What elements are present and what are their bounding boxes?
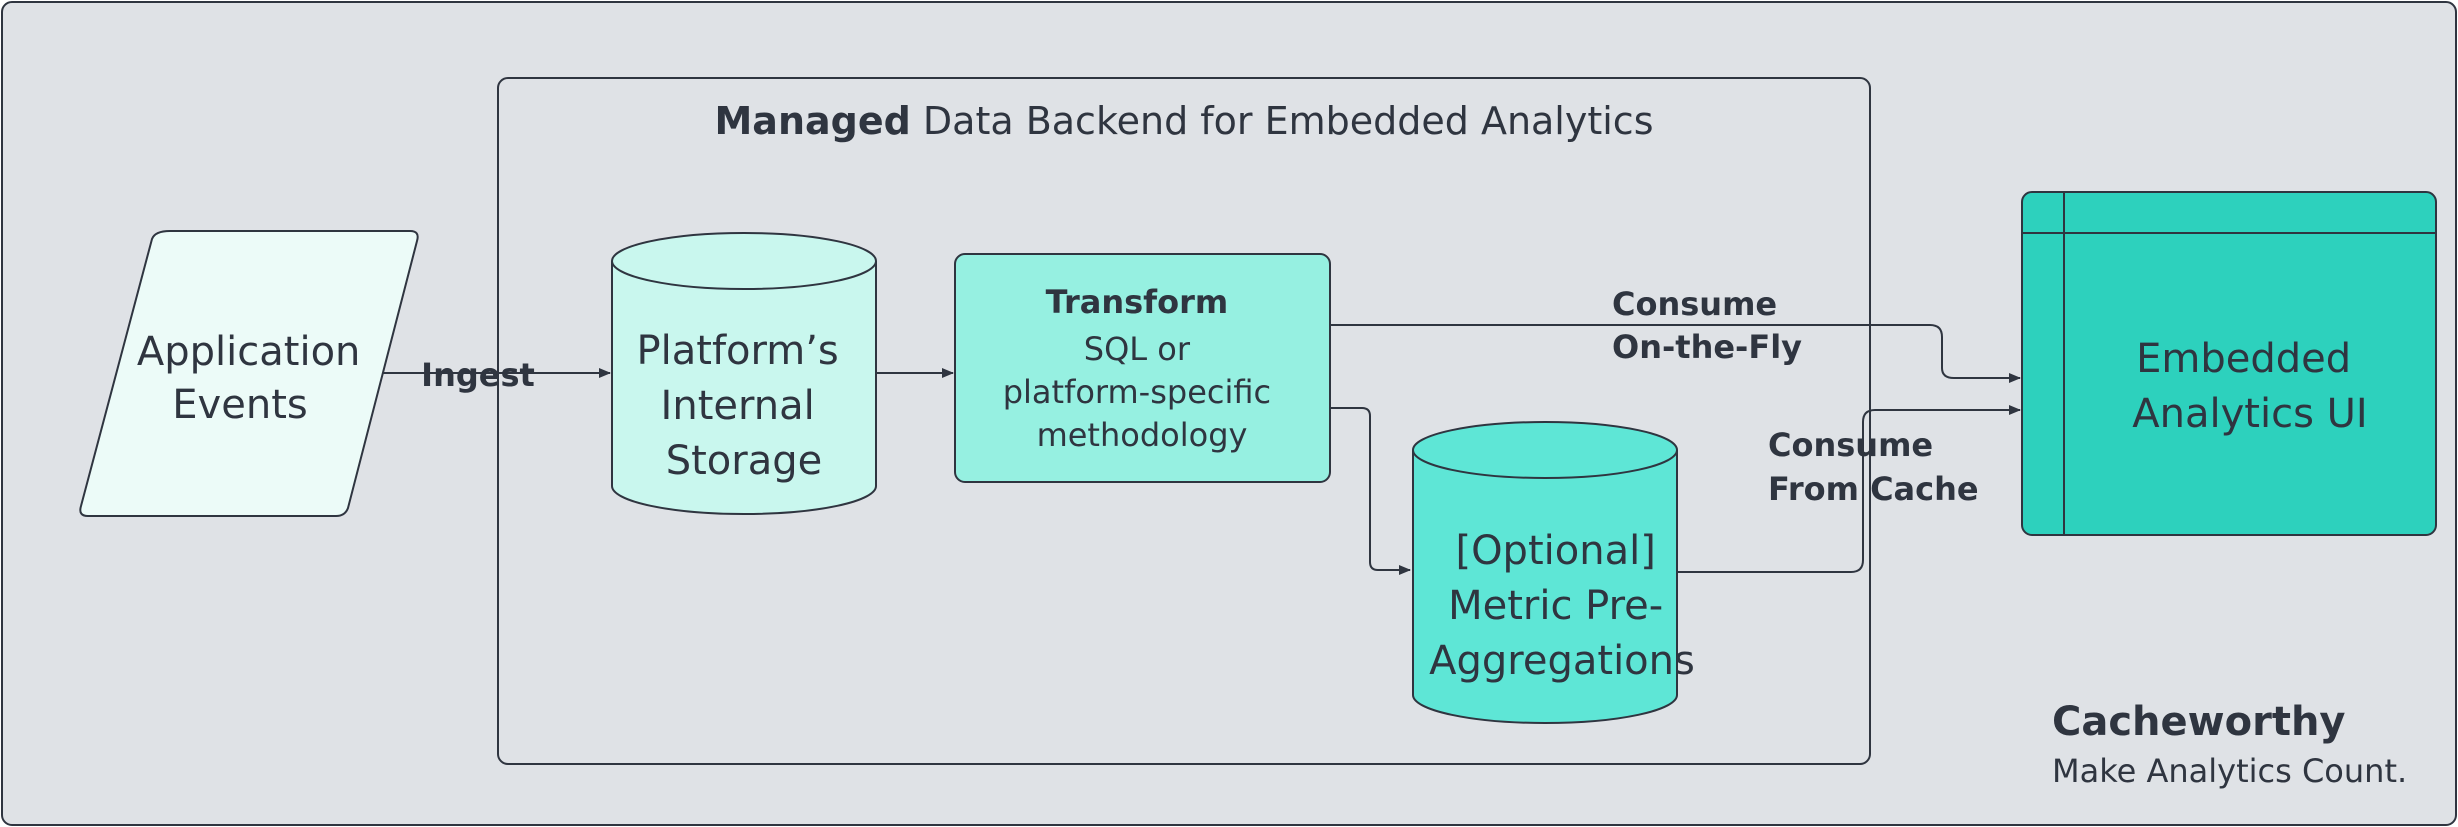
consume-on-the-fly-arrow bbox=[1330, 324, 2021, 383]
brand-name: Cacheworthy bbox=[2052, 699, 2346, 745]
ingest-label: Ingest bbox=[421, 356, 535, 394]
internal-storage-label: Platform’s Internal Storage bbox=[637, 328, 852, 484]
consume-on-the-fly-label: Consume On-the-Fly bbox=[1612, 285, 1802, 366]
application-events-node bbox=[79, 230, 419, 517]
embedded-analytics-ui-node bbox=[2021, 191, 2437, 536]
application-events-label: Application Events bbox=[137, 329, 373, 428]
transform-node bbox=[954, 253, 1331, 483]
managed-backend-container bbox=[497, 77, 1871, 765]
transform-label: Transform SQL or platform-specific metho… bbox=[1003, 283, 1282, 454]
container-title-rest: Data Backend for Embedded Analytics bbox=[911, 99, 1654, 143]
brand-tagline: Make Analytics Count. bbox=[2052, 752, 2407, 790]
metric-preaggregations-label: [Optional] Metric Pre- Aggregations bbox=[1429, 528, 1695, 684]
container-title-bold: Managed bbox=[714, 99, 910, 143]
consume-from-cache-arrow bbox=[1677, 405, 2021, 573]
consume-from-cache-label: Consume From Cache bbox=[1768, 426, 1979, 508]
embedded-analytics-ui-label: Embedded Analytics UI bbox=[2132, 336, 2367, 437]
transform-to-preagg-arrow bbox=[1330, 407, 1411, 575]
metric-preaggregations-node bbox=[1412, 421, 1678, 724]
internal-storage-node bbox=[611, 232, 877, 515]
container-title: Managed Data Backend for Embedded Analyt… bbox=[714, 99, 1653, 143]
